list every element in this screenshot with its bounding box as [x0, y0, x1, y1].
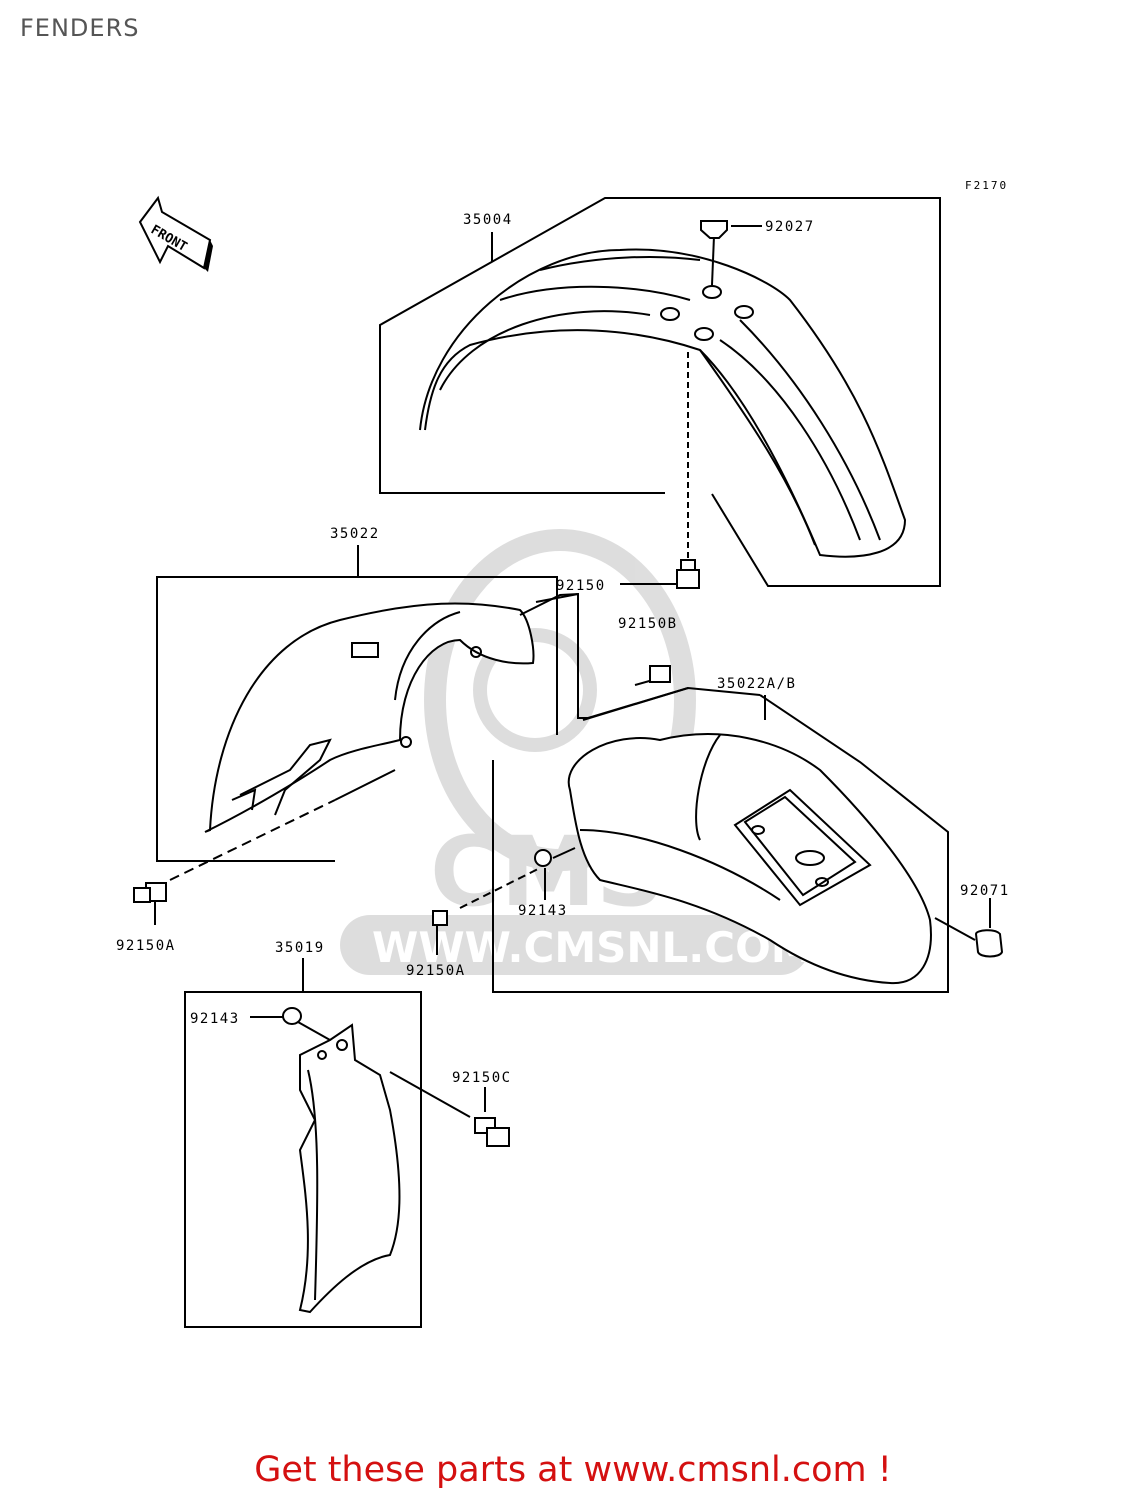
- watermark-url: WWW.CMSNL.COM: [372, 923, 813, 972]
- label-92071: 92071: [960, 883, 1010, 899]
- front-arrow-icon: FRONT: [138, 195, 213, 272]
- label-92027: 92027: [765, 219, 815, 235]
- page-title: FENDERS: [20, 14, 140, 42]
- label-92150B: 92150B: [618, 616, 678, 632]
- label-35022: 35022: [330, 526, 380, 542]
- front-fender-group: [379, 197, 941, 589]
- label-35004: 35004: [463, 212, 513, 228]
- footer-cta-link[interactable]: Get these parts at www.cmsnl.com !: [254, 1450, 892, 1490]
- rear-fender-group: [432, 686, 1004, 993]
- label-35022AB: 35022A/B: [717, 676, 796, 692]
- label-92150: 92150: [556, 578, 606, 594]
- label-35019: 35019: [275, 940, 325, 956]
- fork-guard-group: [184, 958, 510, 1328]
- label-92143-low: 92143: [190, 1011, 240, 1027]
- label-92143-mid: 92143: [518, 903, 568, 919]
- label-92150C: 92150C: [452, 1070, 512, 1086]
- parts-diagram: CMS WWW.CMSNL.COM F2170 FRONT 35004 9202…: [116, 179, 1010, 1328]
- figure-code: F2170: [965, 179, 1008, 192]
- label-92150A-mid: 92150A: [406, 963, 466, 979]
- label-92150A-left: 92150A: [116, 938, 176, 954]
- fender-35022-group: [133, 545, 689, 925]
- watermark: CMS WWW.CMSNL.COM: [340, 529, 813, 975]
